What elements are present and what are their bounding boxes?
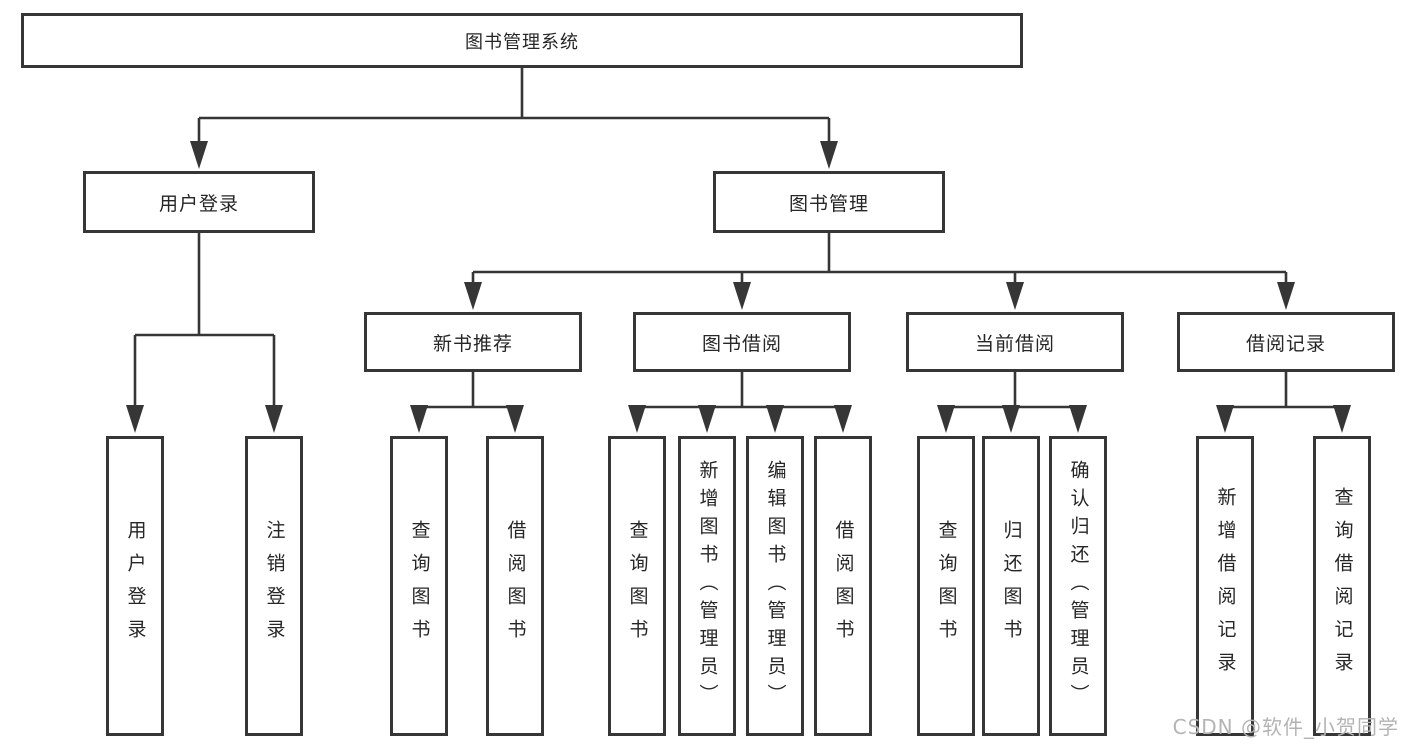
leaf-query-books-borrowing: 查询图书: [608, 436, 666, 736]
leaf-query-books-recommend: 查询图书: [390, 436, 448, 736]
node-user-login: 用户登录: [83, 171, 315, 233]
node-current-borrowing: 当前借阅: [906, 312, 1124, 372]
leaf-edit-books-admin: 编辑图书（管理员）: [746, 436, 804, 736]
leaf-borrow-books-recommend: 借阅图书: [486, 436, 544, 736]
leaf-add-borrow-record: 新增借阅记录: [1196, 436, 1254, 736]
node-book-borrowing: 图书借阅: [633, 312, 851, 372]
node-library-management-system: 图书管理系统: [21, 13, 1023, 68]
leaf-user-login: 用户登录: [106, 436, 164, 736]
leaf-return-books: 归还图书: [982, 436, 1040, 736]
arrowheads: [126, 141, 1351, 433]
leaf-confirm-return-admin: 确认归还（管理员）: [1049, 436, 1107, 736]
node-borrowing-records: 借阅记录: [1177, 312, 1395, 372]
node-new-book-recommendation: 新书推荐: [364, 312, 582, 372]
leaf-add-books-admin: 新增图书（管理员）: [678, 436, 736, 736]
csdn-watermark: CSDN @软件_小贺同学: [1172, 715, 1399, 739]
leaf-query-books-current: 查询图书: [917, 436, 975, 736]
leaf-query-borrow-record: 查询借阅记录: [1313, 436, 1371, 736]
leaf-borrow-books-borrowing: 借阅图书: [814, 436, 872, 736]
node-book-management: 图书管理: [713, 171, 945, 233]
leaf-logout: 注销登录: [245, 436, 303, 736]
